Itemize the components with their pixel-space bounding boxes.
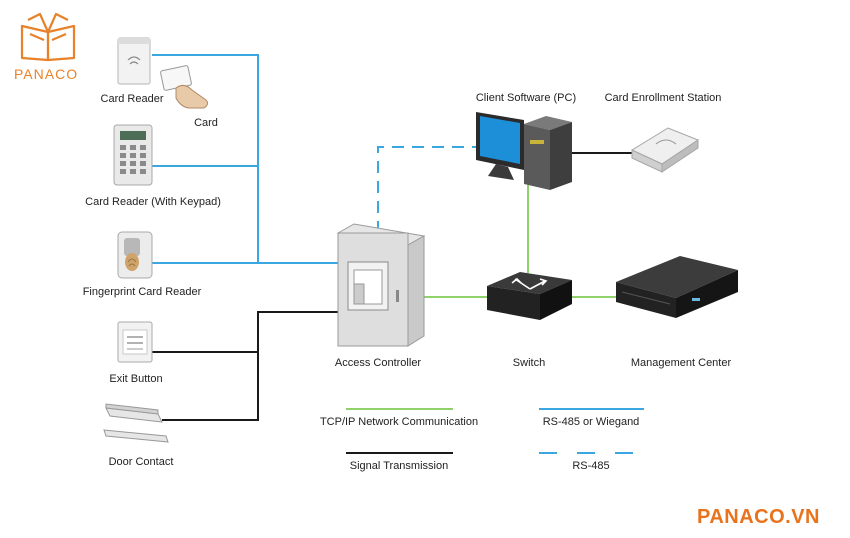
- exit-button-icon: [117, 321, 153, 363]
- client-pc-icon: [476, 112, 572, 190]
- label-enrollment-station: Card Enrollment Station: [604, 92, 722, 104]
- network-switch-icon: [487, 272, 572, 320]
- legend-rs485-wiegand-label: RS-485 or Wiegand: [542, 416, 640, 428]
- fingerprint-reader-icon: [117, 231, 153, 279]
- rs485-wiegand-bus: [152, 54, 338, 264]
- access-controller-icon: [336, 223, 426, 347]
- signal-lines: [152, 152, 635, 421]
- label-client-software: Client Software (PC): [475, 92, 577, 104]
- legend-rs485-label: RS-485: [572, 460, 610, 472]
- logo-text: PANACO: [14, 66, 79, 82]
- management-center-icon: [616, 256, 738, 318]
- enrollment-station-icon: [630, 127, 700, 173]
- door-contact-icon: [103, 403, 169, 443]
- legend-signal-label: Signal Transmission: [349, 460, 449, 472]
- panaco-logo-icon: [20, 12, 76, 62]
- label-fingerprint-reader: Fingerprint Card Reader: [82, 286, 202, 298]
- label-access-controller: Access Controller: [334, 357, 422, 369]
- label-door-contact: Door Contact: [108, 456, 174, 468]
- label-management-center: Management Center: [630, 357, 732, 369]
- tcpip-lines: [420, 185, 622, 298]
- brand-website[interactable]: PANACO.VN: [696, 506, 820, 528]
- label-switch: Switch: [512, 357, 546, 369]
- legend-tcpip-label: TCP/IP Network Communication: [319, 416, 479, 428]
- rs485-dashed-link: [377, 146, 476, 233]
- label-card-reader-keypad: Card Reader (With Keypad): [85, 196, 221, 208]
- legend-lines: [346, 408, 644, 454]
- card-reader-icon: [117, 37, 151, 85]
- keypad-reader-icon: [113, 124, 153, 186]
- label-exit-button: Exit Button: [109, 373, 163, 385]
- card-hand-icon: [160, 65, 209, 109]
- label-card: Card: [194, 117, 218, 129]
- label-card-reader: Card Reader: [100, 93, 164, 105]
